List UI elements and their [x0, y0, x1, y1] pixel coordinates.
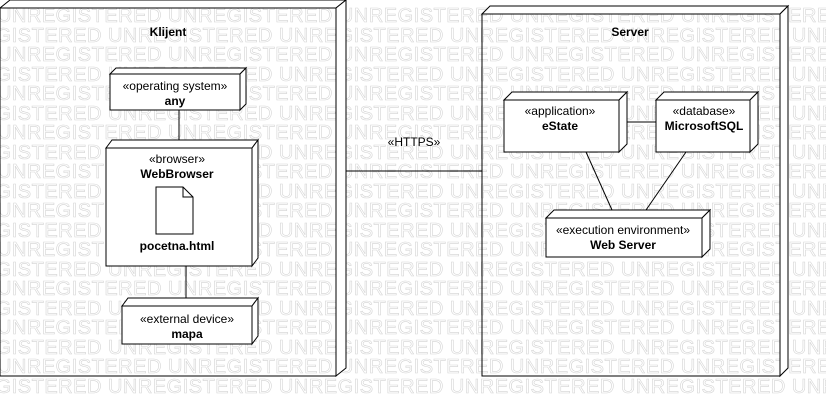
application-node[interactable]: «application» eState: [502, 90, 629, 154]
env-name: Web Server: [590, 238, 656, 252]
browser-stereotype: «browser»: [149, 152, 205, 166]
browser-node[interactable]: «browser» WebBrowser pocetna.html: [105, 138, 259, 268]
artifact-name: pocetna.html: [140, 239, 215, 253]
document-icon: [155, 186, 194, 235]
environment-node[interactable]: «execution environment» Web Server: [544, 208, 712, 259]
db-stereotype: «database»: [673, 104, 736, 118]
database-node[interactable]: «database» MicrosoftSQL: [654, 90, 760, 154]
env-stereotype: «execution environment»: [556, 223, 690, 237]
server-node-title: Server: [611, 25, 649, 39]
client-node-title: Klijent: [150, 25, 187, 39]
device-name: mapa: [171, 327, 203, 341]
db-env-connector: [645, 151, 687, 211]
app-env-connector: [585, 151, 613, 211]
os-name: any: [165, 94, 186, 108]
client-node[interactable]: Klijent: [0, 0, 347, 378]
device-stereotype: «external device»: [140, 312, 234, 326]
server-node[interactable]: Server: [480, 4, 790, 378]
browser-name: WebBrowser: [140, 167, 213, 181]
os-stereotype: «operating system»: [123, 79, 228, 93]
device-node[interactable]: «external device» mapa: [121, 296, 259, 346]
os-node[interactable]: «operating system» any: [108, 66, 248, 112]
app-name: eState: [542, 119, 578, 133]
https-label: «HTTPS»: [388, 135, 441, 149]
db-name: MicrosoftSQL: [665, 119, 744, 133]
app-stereotype: «application»: [525, 104, 596, 118]
